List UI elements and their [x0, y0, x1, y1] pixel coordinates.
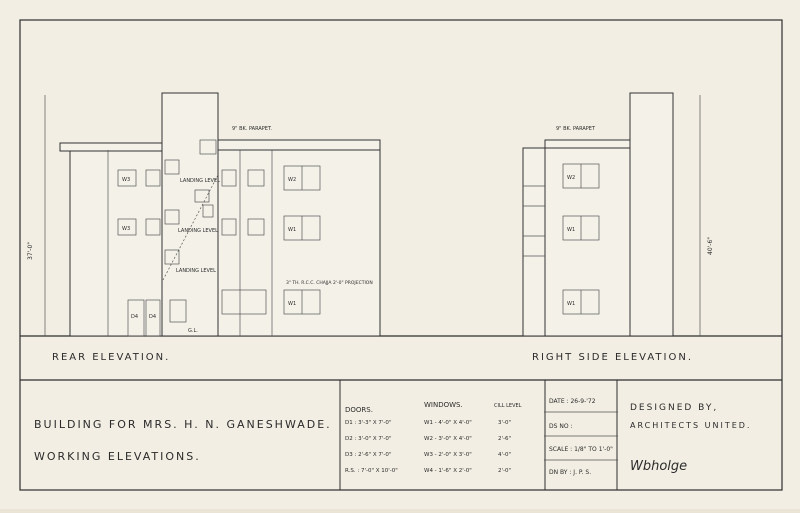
cill-level: 2'-6"	[498, 436, 511, 442]
rear-left-block	[69, 149, 163, 337]
side-elevation-caption: RIGHT SIDE ELEVATION.	[532, 352, 693, 363]
rear-height-dim: 37'-0"	[27, 242, 34, 260]
window-label: W3	[122, 177, 130, 183]
designed-by-label: DESIGNED BY,	[630, 403, 718, 413]
door-label: D4	[149, 314, 156, 320]
chajja-note: 3" TH. R.C.C. CHAJJA 2'-0" PROJECTION	[286, 280, 373, 286]
landing-level-note: LANDING LEVEL	[176, 268, 216, 274]
scale-field: SCALE : 1/8" TO 1'-0"	[549, 446, 613, 453]
landing-level-note: LANDING LEVEL	[178, 228, 218, 234]
doors-header: DOORS.	[345, 406, 373, 414]
ground-level-note: G.L.	[188, 328, 198, 334]
window-label: W1	[288, 227, 296, 233]
window-label: W1	[567, 301, 575, 307]
designer-signature: Wbholge	[630, 459, 687, 474]
side-elevation: W2 W1 W1 40'-6" 9" BK. PARAPET	[522, 92, 714, 337]
window-spec: W3 - 2'-0" X 3'-0"	[424, 452, 472, 458]
drawing-title: WORKING ELEVATIONS.	[34, 450, 201, 463]
cill-header: CILL LEVEL	[494, 403, 522, 409]
window-spec: W4 - 1'-6" X 2'-0"	[424, 468, 472, 474]
drawn-by-field: DN BY : J. P. S.	[549, 469, 591, 476]
side-stair-tower	[629, 92, 674, 337]
window-label: W1	[288, 301, 296, 307]
window-label: W2	[288, 177, 296, 183]
rear-left-windows: W3 W3 D4 D4	[117, 169, 161, 337]
door-spec: D2 : 3'-0" X 7'-0"	[345, 436, 391, 442]
rear-parapet-note: 9" BK. PARAPET.	[232, 126, 272, 132]
windows-header: WINDOWS.	[424, 401, 463, 409]
side-balcony-strip	[522, 147, 546, 337]
window-label: W2	[567, 175, 575, 181]
designer-firm: ARCHITECTS UNITED.	[630, 421, 751, 430]
rear-elevation-caption: REAR ELEVATION.	[52, 352, 170, 363]
cill-level: 2'-0"	[498, 468, 511, 474]
cill-level: 3'-0"	[498, 420, 511, 426]
sheet-border	[19, 19, 783, 491]
ds-no-field: DS NO :	[549, 423, 572, 430]
landing-level-note: LANDING LEVEL	[180, 178, 220, 184]
rear-left-parapet	[59, 142, 163, 152]
rear-right-parapet	[217, 139, 381, 151]
window-spec: W1 - 4'-0" X 4'-0"	[424, 420, 472, 426]
stair-tower-windows	[162, 139, 219, 323]
rear-right-windows: W2 W1 W1	[221, 165, 321, 315]
cill-level: 4'-0"	[498, 452, 511, 458]
side-parapet-note: 9" BK. PARAPET	[556, 126, 596, 132]
window-label: W3	[122, 226, 130, 232]
window-spec: W2 - 3'-0" X 4'-0"	[424, 436, 472, 442]
door-spec: D3 : 2'-6" X 7'-0"	[345, 452, 391, 458]
project-title: BUILDING FOR MRS. H. N. GANESHWADE.	[34, 418, 332, 431]
stair-tower	[161, 92, 219, 337]
rear-elevation: W3 W3 D4 D4	[27, 92, 381, 337]
door-spec: D1 : 3'-3" X 7'-0"	[345, 420, 391, 426]
door-label: D4	[131, 314, 138, 320]
door-spec: R.S. : 7'-0" X 10'-0"	[345, 468, 398, 474]
side-height-dim: 40'-6"	[707, 237, 714, 255]
window-label: W1	[567, 227, 575, 233]
rear-right-block	[217, 149, 381, 337]
date-field: DATE : 26-9-'72	[549, 398, 596, 405]
